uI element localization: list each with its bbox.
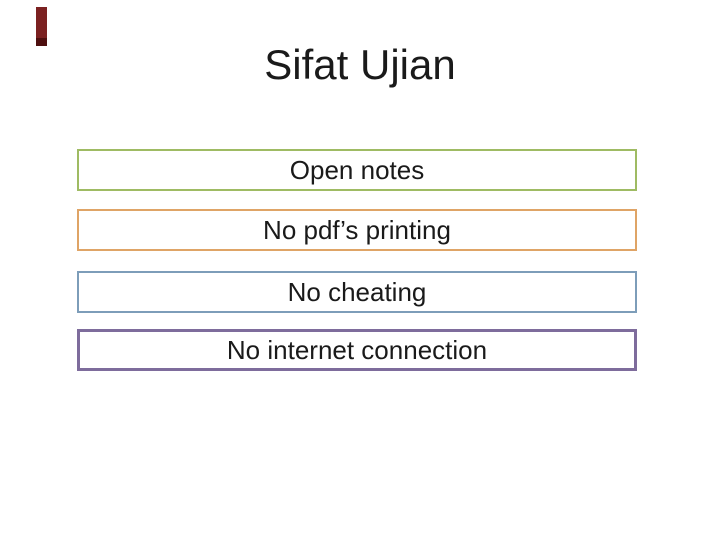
maroon-accent-bar — [36, 7, 47, 46]
rule-box-no-cheating: No cheating — [77, 271, 637, 313]
maroon-accent-bar-top — [36, 7, 47, 38]
maroon-accent-bar-bottom — [36, 38, 47, 46]
rule-box-label: No cheating — [287, 276, 427, 307]
slide-title: Sifat Ujian — [264, 41, 456, 88]
rule-box-label: No pdf’s printing — [263, 214, 451, 245]
rule-box-label: Open notes — [289, 154, 425, 185]
rule-box-label: No internet connection — [226, 334, 488, 365]
rule-box-open-notes: Open notes — [77, 149, 637, 191]
rule-box-no-internet-connection: No internet connection — [77, 329, 637, 371]
rule-box-no-pdf-printing: No pdf’s printing — [77, 209, 637, 251]
